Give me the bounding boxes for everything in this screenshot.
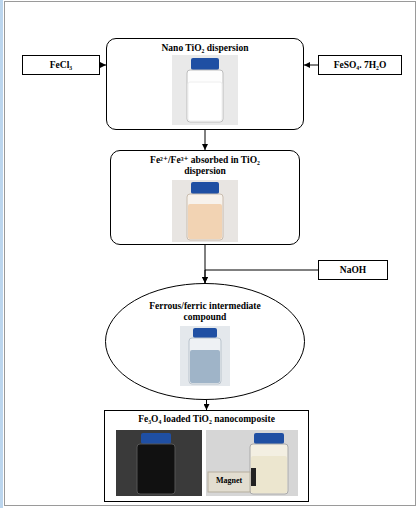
- photo-background: [172, 180, 238, 242]
- product-box: Fe₃O₄ loaded TiO₂ nanocomposite: [104, 410, 309, 502]
- process-box: Nano TiO₂ dispersion: [106, 38, 304, 130]
- vial-liquid: [188, 204, 222, 239]
- reagent-box: FeCl₃: [22, 55, 100, 75]
- vial-glass: [137, 444, 175, 494]
- vial-cap: [191, 182, 219, 194]
- vial-glass: [250, 444, 288, 494]
- photo-background: [172, 55, 238, 125]
- node-title: Ferrous/ferric intermediate compound: [131, 301, 279, 323]
- vial-liquid: [251, 456, 287, 493]
- node-title: NaOH: [336, 265, 370, 276]
- ellipse-outline: [105, 283, 305, 400]
- process-box: Fe²⁺/Fe³⁺ absorbed in TiO₂ dispersion: [110, 150, 300, 245]
- photo-background: [206, 430, 298, 496]
- photo-background: [180, 326, 230, 386]
- vial-cap: [254, 433, 284, 444]
- vial-glass: [189, 338, 221, 384]
- edge-strip: [0, 0, 3, 508]
- photo-background: [116, 430, 202, 496]
- ellipse-outline: [106, 284, 305, 400]
- vial-liquid: [188, 82, 222, 121]
- flow-arrow: [205, 130, 206, 150]
- magnet-block: [208, 472, 250, 492]
- node-title: Nano TiO₂ dispersion: [107, 43, 303, 54]
- figure-frame: [5, 2, 416, 506]
- reagent-box: FeSO₄. 7H₂O: [318, 55, 402, 75]
- node-title: Fe²⁺/Fe³⁺ absorbed in TiO₂ dispersion: [136, 155, 274, 177]
- vial-cap: [191, 58, 219, 70]
- vial-glass: [187, 194, 223, 240]
- flow-arrow: [304, 65, 318, 66]
- vial-glass: [187, 70, 223, 122]
- photo-label: Magnet: [209, 476, 249, 487]
- magnetic-sediment: [251, 468, 256, 486]
- node-title: FeCl₃: [46, 60, 76, 71]
- node-title: FeSO₄. 7H₂O: [330, 60, 391, 71]
- vial-cap: [193, 328, 217, 338]
- flow-arrow: [205, 270, 318, 283]
- flow-arrow: [206, 400, 207, 410]
- vial-cap: [141, 433, 171, 444]
- node-title: Fe₃O₄ loaded TiO₂ nanocomposite: [105, 414, 308, 425]
- intermediate-ellipse: Ferrous/ferric intermediate compound: [105, 283, 305, 400]
- vial-liquid: [190, 350, 220, 383]
- reagent-box: NaOH: [318, 260, 388, 280]
